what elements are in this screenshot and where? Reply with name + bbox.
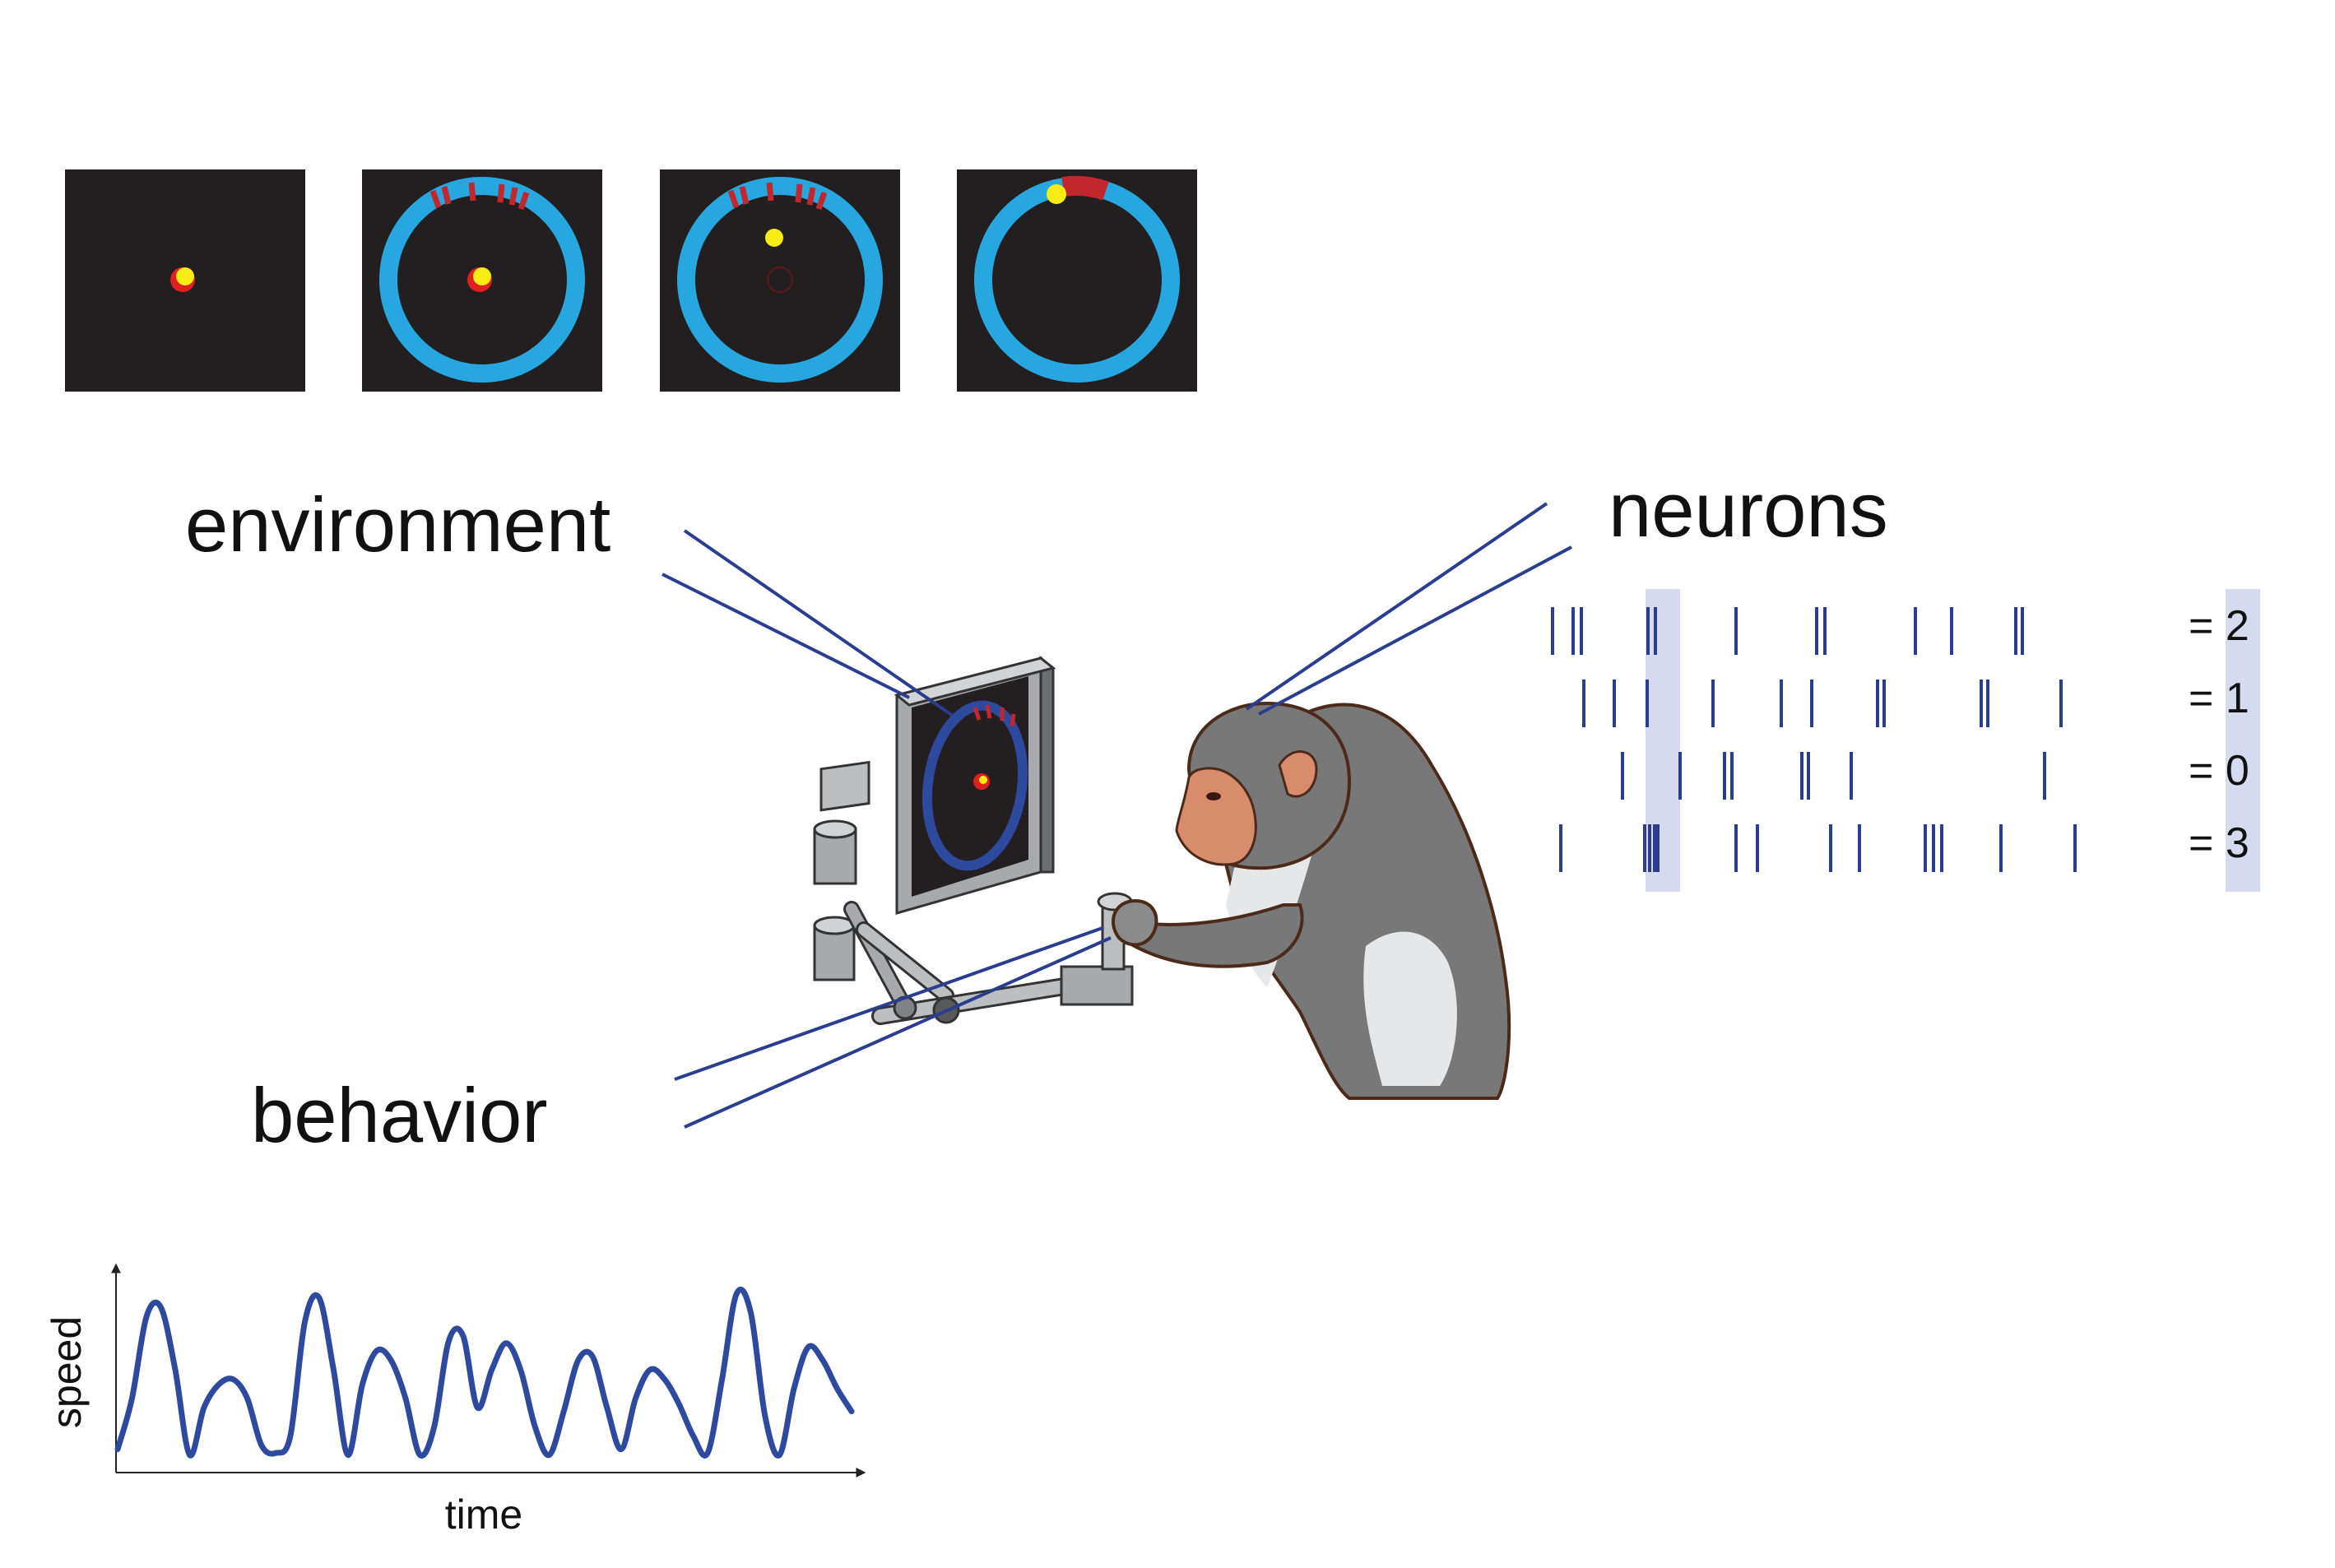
behavior-label: behavior xyxy=(251,1072,548,1158)
monkey-eye xyxy=(1206,792,1221,800)
y-axis-label: speed xyxy=(44,1316,90,1428)
screen-cursor xyxy=(979,776,987,784)
ring-stripes xyxy=(727,182,828,211)
environment-line-lower xyxy=(662,573,910,699)
target-ring xyxy=(677,177,883,383)
behavior-line-upper xyxy=(674,926,1103,1081)
environment-line-upper xyxy=(683,529,954,717)
connector-lines xyxy=(662,502,1572,1129)
monkey xyxy=(1111,701,1511,1100)
spike-count-row-1: = 2 xyxy=(2189,602,2249,650)
ring-block xyxy=(1061,175,1109,201)
spike-counts: = 2 = 1 = 0 = 3 xyxy=(2189,602,2249,867)
task-panel-3 xyxy=(660,169,900,392)
panel-background xyxy=(660,169,900,392)
screen-ring-stripes xyxy=(973,704,1016,727)
cursor-dot xyxy=(176,267,194,285)
monitor-top xyxy=(894,656,1056,707)
x-axis-label: time xyxy=(445,1491,522,1538)
monitor-side xyxy=(1039,655,1055,874)
monkey-haunch-patch xyxy=(1363,931,1457,1086)
environment-label: environment xyxy=(185,481,610,568)
spike-trains xyxy=(1551,607,2077,872)
manipulandum-motor-upper xyxy=(813,819,857,885)
count-highlight-column xyxy=(2226,589,2260,892)
spike-count-row-2: = 1 xyxy=(2189,675,2249,722)
ring-stripes xyxy=(429,182,530,211)
handle-block xyxy=(1060,965,1134,1006)
manipulandum-motor-lower xyxy=(813,916,856,981)
neurons-label: neurons xyxy=(1609,466,1888,553)
behavior-line-lower xyxy=(684,936,1112,1129)
neurons-line-upper xyxy=(1245,502,1548,711)
spike-count-row-4: = 3 xyxy=(2189,819,2249,867)
spike-raster: = 2 = 1 = 0 = 3 xyxy=(1551,589,2260,892)
monkey-hand xyxy=(1111,898,1158,947)
task-panels xyxy=(65,169,1197,392)
cursor-dot xyxy=(473,267,491,285)
monkey-ear xyxy=(1278,750,1318,798)
motor-bracket xyxy=(819,760,870,812)
speed-chart: time speed xyxy=(44,1263,866,1538)
arm-link-2-fill xyxy=(858,924,952,1001)
speed-series-line xyxy=(114,1286,855,1459)
spike-count-row-3: = 0 xyxy=(2189,747,2249,795)
monitor xyxy=(894,655,1056,915)
apparatus xyxy=(813,655,1134,1025)
neurons-line-lower xyxy=(1258,545,1572,716)
task-panel-4 xyxy=(957,169,1197,392)
monkey-face xyxy=(1175,767,1257,866)
target-ring xyxy=(379,177,585,383)
task-panel-1 xyxy=(65,169,305,392)
faded-target xyxy=(767,267,793,293)
cursor-dot xyxy=(1047,184,1066,204)
panel-background xyxy=(957,169,1197,392)
task-panel-2 xyxy=(362,169,602,392)
cursor-dot xyxy=(765,229,783,247)
